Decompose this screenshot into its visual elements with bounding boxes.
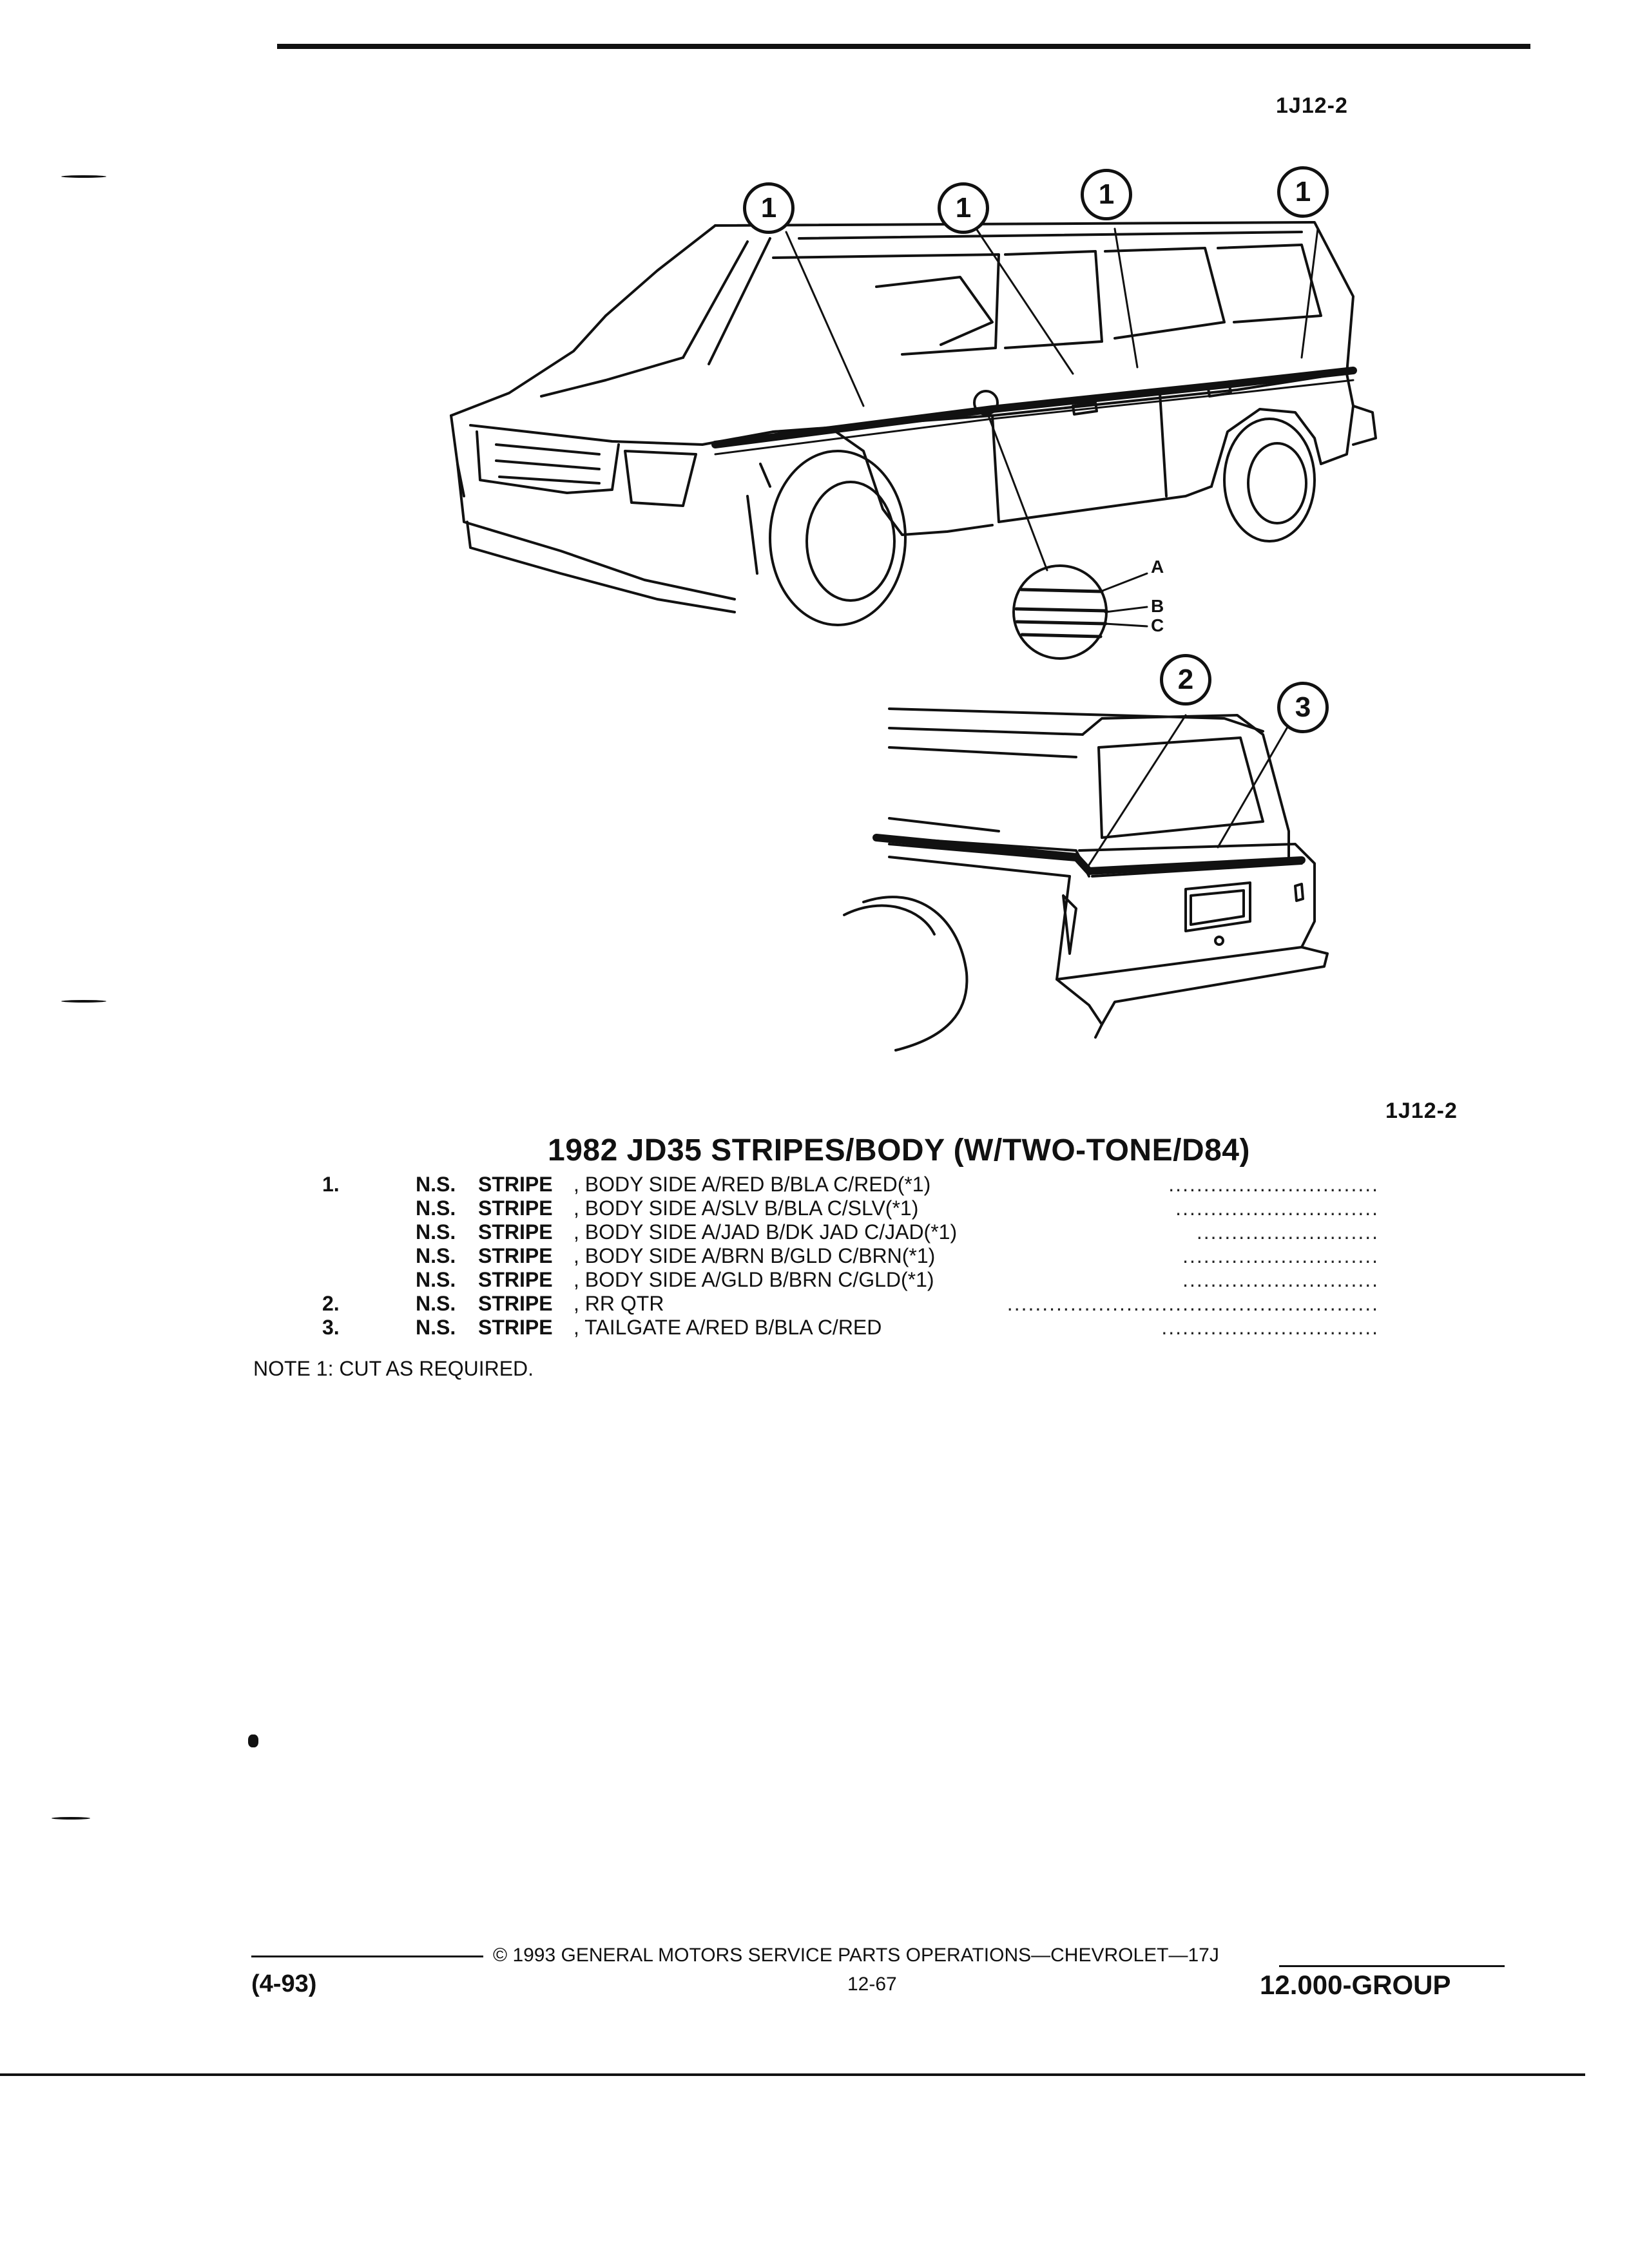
callout-1: 1 [938,182,989,234]
item-description: , BODY SIDE A/SLV B/BLA C/SLV(*1) [574,1196,919,1220]
item-description: , TAILGATE A/RED B/BLA C/RED [574,1316,882,1339]
item-number: 3. [322,1316,340,1339]
item-description: , RR QTR [574,1292,664,1315]
callout-3: 3 [1277,682,1329,733]
item-name: STRIPE [478,1173,553,1196]
item-code: N.S. [416,1244,456,1267]
list-item: N.S. STRIPE , BODY SIDE A/JAD B/DK JAD C… [322,1220,1379,1244]
item-code: N.S. [416,1292,456,1315]
dot-leader: ........................................… [1007,1292,1379,1315]
dot-leader: ............................... [1161,1316,1379,1339]
callout-2: 2 [1160,654,1211,706]
list-item: 1. N.S. STRIPE , BODY SIDE A/RED B/BLA C… [322,1173,1379,1196]
parts-list-title: 1982 JD35 STRIPES/BODY (W/TWO-TONE/D84) [548,1133,1250,1168]
list-item: 3. N.S. STRIPE , TAILGATE A/RED B/BLA C/… [322,1316,1379,1340]
list-item: N.S. STRIPE , BODY SIDE A/GLD B/BRN C/GL… [322,1268,1379,1292]
dot-leader: .............................. [1168,1173,1379,1196]
list-item: N.S. STRIPE , BODY SIDE A/BRN B/GLD C/BR… [322,1244,1379,1268]
callout-1: 1 [1277,166,1329,218]
dot-leader: .......................... [1196,1220,1379,1244]
list-item: N.S. STRIPE , BODY SIDE A/SLV B/BLA C/SL… [322,1196,1379,1220]
item-name: STRIPE [478,1220,553,1244]
station-wagon-rear-diagram [843,707,1329,1052]
footer-rule-right [1279,1965,1505,1967]
list-item: 2. N.S. STRIPE , RR QTR ................… [322,1292,1379,1316]
item-code: N.S. [416,1268,456,1291]
item-number: 1. [322,1173,340,1196]
parts-list: 1. N.S. STRIPE , BODY SIDE A/RED B/BLA C… [322,1173,1379,1340]
item-description: , BODY SIDE A/BRN B/GLD C/BRN(*1) [574,1244,936,1267]
footer-rule-left [251,1956,483,1957]
item-code: N.S. [416,1173,456,1196]
figure-id-bottom: 1J12-2 [1385,1099,1458,1123]
dot-leader: ............................. [1175,1196,1379,1220]
station-wagon-side-diagram [450,221,1377,660]
detail-label-c: C [1151,615,1164,635]
item-name: STRIPE [478,1244,553,1267]
top-rule [277,44,1530,49]
binder-mark [61,1000,106,1003]
item-code: N.S. [416,1316,456,1339]
bottom-rule [0,2073,1585,2076]
item-description: , BODY SIDE A/RED B/BLA C/RED(*1) [574,1173,931,1196]
item-code: N.S. [416,1220,456,1244]
item-number: 2. [322,1292,340,1315]
item-description: , BODY SIDE A/JAD B/DK JAD C/JAD(*1) [574,1220,958,1244]
dot-leader: ............................ [1182,1268,1379,1291]
item-name: STRIPE [478,1196,553,1220]
dot-leader: ............................ [1182,1244,1379,1267]
note-text: NOTE 1: CUT AS REQUIRED. [253,1357,534,1380]
callout-1: 1 [743,182,795,234]
group-label: 12.000-GROUP [1260,1970,1451,2000]
item-code: N.S. [416,1196,456,1220]
item-name: STRIPE [478,1268,553,1291]
detail-label-a: A [1151,557,1164,577]
item-name: STRIPE [478,1292,553,1315]
figure-id-top: 1J12-2 [1276,93,1348,118]
item-description: , BODY SIDE A/GLD B/BRN C/GLD(*1) [574,1268,934,1291]
item-name: STRIPE [478,1316,553,1339]
copyright-text: © 1993 GENERAL MOTORS SERVICE PARTS OPER… [493,1945,1219,1966]
binder-mark [61,175,106,178]
detail-label-b: B [1151,596,1164,616]
page-number: 12-67 [847,1974,897,1995]
callout-1: 1 [1081,169,1132,220]
revision-date: (4-93) [251,1970,317,1997]
binder-mark [52,1817,90,1820]
scan-speck [248,1735,258,1747]
